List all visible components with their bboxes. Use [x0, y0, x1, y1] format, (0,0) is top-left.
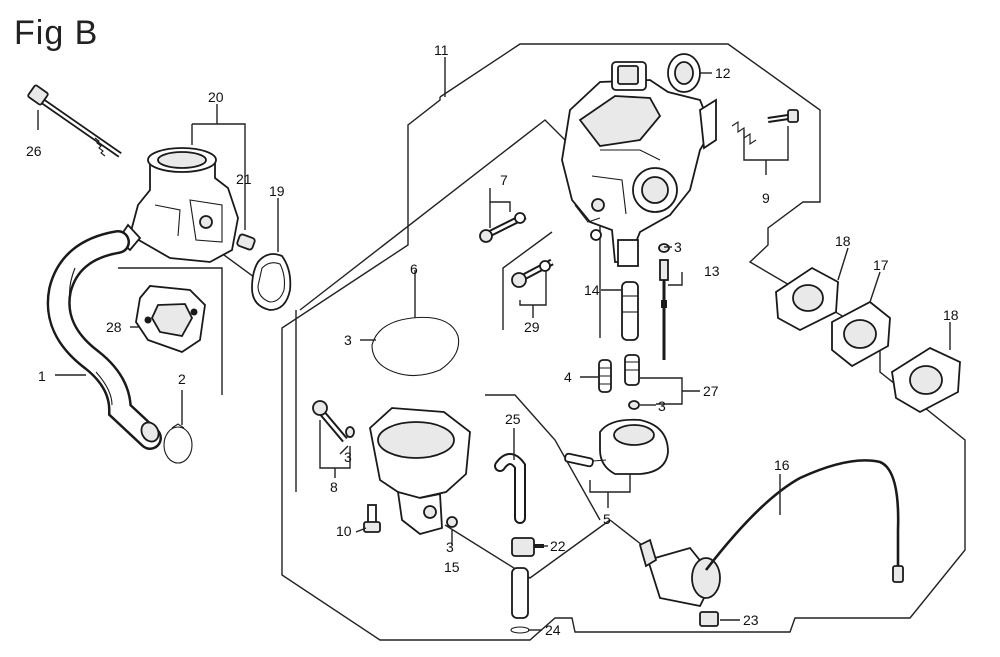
callout-26: 26: [26, 143, 42, 159]
callout-25: 25: [505, 411, 521, 427]
dowel-pin-21: [236, 233, 256, 251]
gasket-18-right: [891, 346, 961, 414]
callout-18-left: 18: [835, 233, 851, 249]
drain-screw-10: [363, 504, 381, 533]
hose-1: [46, 230, 162, 450]
fuel-cut-solenoid-16: [638, 459, 904, 608]
callout-27: 27: [703, 383, 719, 399]
bolt-23: [699, 611, 719, 627]
callout-29: 29: [524, 319, 540, 335]
screw-8: [312, 400, 355, 443]
drain-line-lower: [444, 519, 611, 579]
jet-needle-13: [659, 259, 669, 360]
callout-24: 24: [545, 622, 561, 638]
screw-7: [479, 212, 527, 243]
intake-elbow-20: [116, 147, 239, 263]
callout-10: 10: [336, 523, 352, 539]
drain-tube-25: [494, 453, 526, 524]
float-bowl-gasket: [371, 316, 460, 377]
screw-29-bracket: [502, 231, 553, 330]
seal-ring-12: [667, 53, 701, 93]
bolt-26: [27, 84, 122, 158]
callout-7: 7: [500, 172, 508, 188]
callout-3-washer15: 3: [446, 539, 454, 555]
carburetor-assembly-outline: [281, 43, 966, 641]
gasket-19: [251, 253, 292, 311]
callout-14: 14: [584, 282, 600, 298]
callout-23: 23: [743, 612, 759, 628]
insulator-28: [135, 285, 206, 353]
callout-9: 9: [762, 190, 770, 206]
callout-21: 21: [236, 171, 252, 187]
callout-3-screw8: 3: [344, 449, 352, 465]
callout-22: 22: [550, 538, 566, 554]
callout-6: 6: [410, 261, 418, 277]
float-5: [564, 418, 669, 475]
pilot-jet-4: [598, 359, 612, 393]
callout-18-right: 18: [943, 307, 959, 323]
screw-29: [511, 258, 554, 288]
gasket-17: [831, 300, 891, 368]
carburetor-body: [561, 61, 717, 267]
emulsion-tube-14: [621, 281, 639, 341]
leader-lines: [37, 57, 951, 631]
figure-title: Fig B: [14, 14, 99, 52]
callout-1: 1: [38, 368, 46, 384]
float-bowl: [369, 407, 471, 535]
callout-17: 17: [873, 257, 889, 273]
callout-16: 16: [774, 457, 790, 473]
callout-11: 11: [434, 42, 449, 58]
callout-5: 5: [603, 511, 611, 527]
callout-4: 4: [564, 369, 572, 385]
callout-13: 13: [704, 263, 720, 279]
callout-3-mainjet: 3: [658, 398, 666, 414]
callout-15: 15: [444, 559, 460, 575]
callout-3-jet: 3: [674, 239, 682, 255]
callout-3-gasket: 3: [344, 332, 352, 348]
drain-fitting-22: [511, 537, 544, 557]
callout-28: 28: [106, 319, 122, 335]
float-chamber-bracket: [299, 119, 601, 338]
solenoid-line: [609, 519, 643, 546]
gasket-18-left: [775, 266, 839, 332]
tube-24: [510, 567, 530, 634]
washer-near-jet: [658, 243, 670, 253]
insulator-bracket: [118, 267, 223, 395]
main-jet-27: [624, 354, 640, 410]
callout-8: 8: [330, 479, 338, 495]
hose-clamp-2: [163, 423, 193, 464]
callout-labels: 1 2 3 3 3 3 3 4 5 6 7 8 9 10 11 12 13 14…: [26, 42, 959, 638]
callout-2: 2: [178, 371, 186, 387]
callout-20: 20: [208, 89, 224, 105]
drain-tube-bracket: [485, 394, 601, 521]
callout-19: 19: [269, 183, 285, 199]
pilot-screw-9: [731, 109, 799, 146]
callout-12: 12: [715, 65, 731, 81]
washer-15: [446, 516, 458, 528]
